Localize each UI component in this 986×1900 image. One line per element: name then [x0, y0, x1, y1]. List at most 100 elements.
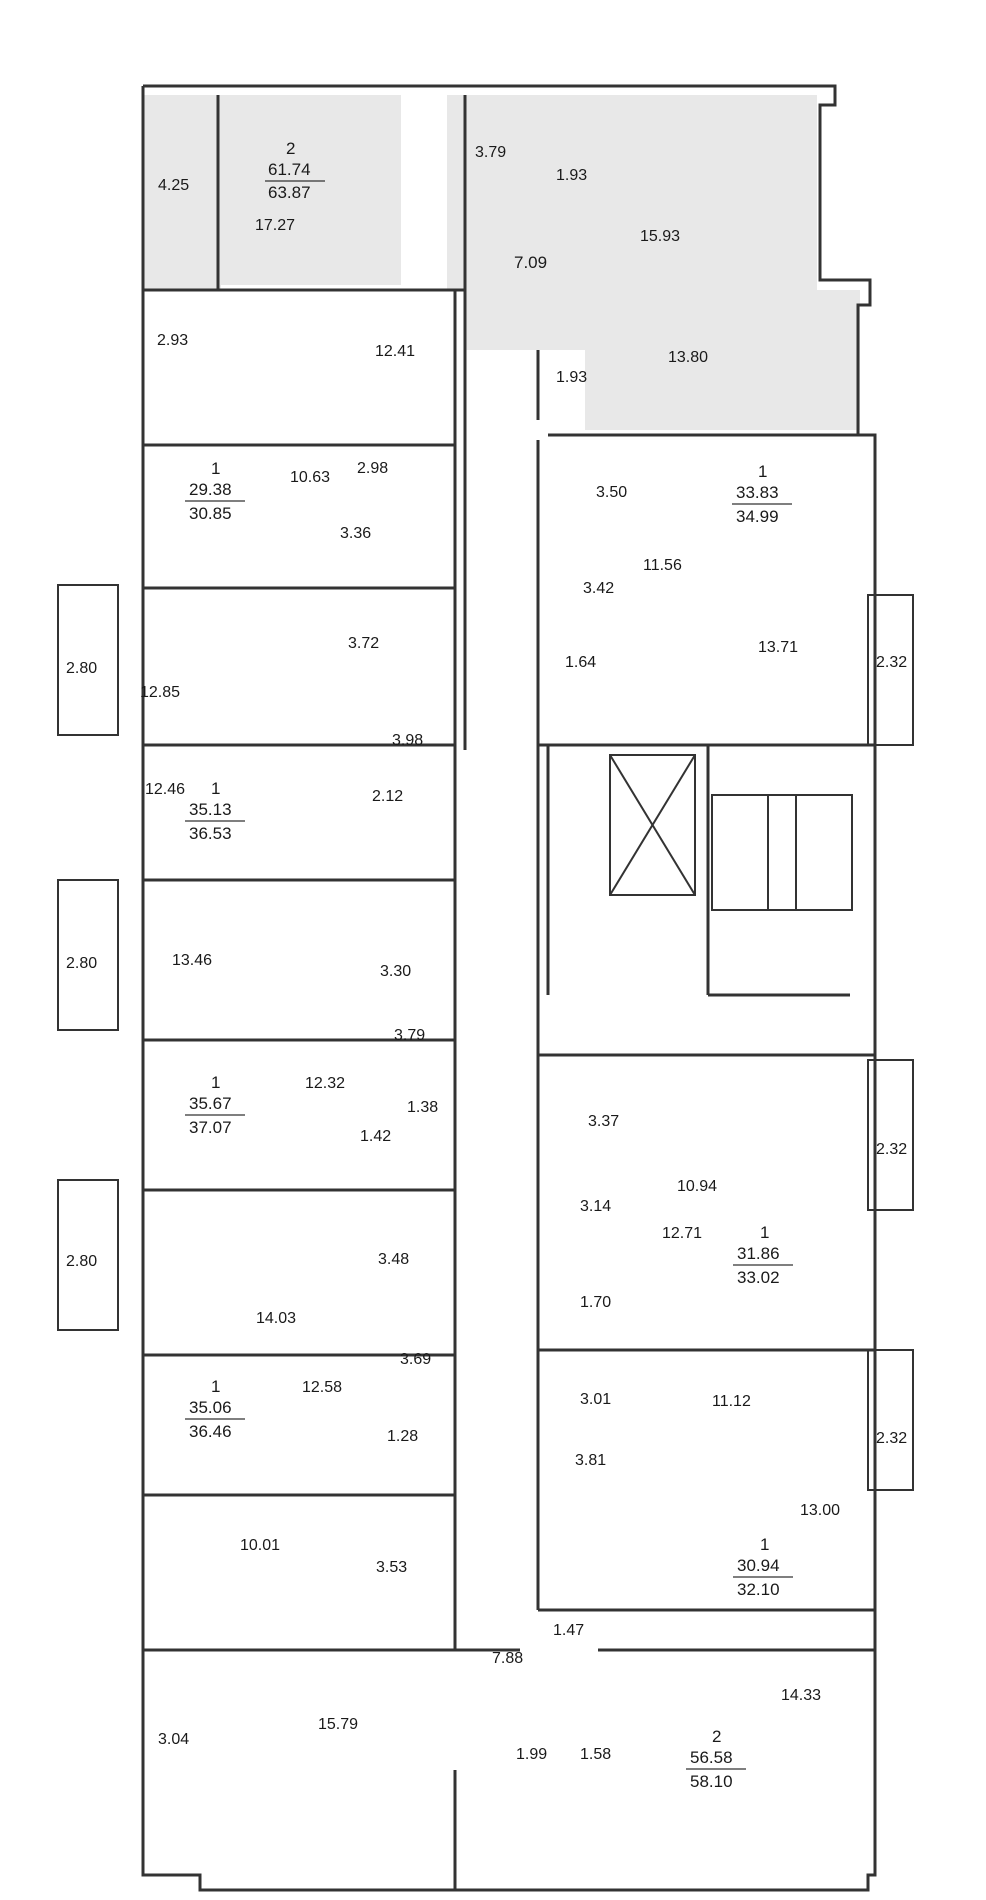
apartment-label: 1 30.94 32.10: [733, 1535, 793, 1599]
area-label: 1.93: [556, 369, 587, 386]
apartment-labels: 2 61.74 63.87 1 29.38 30.85 1 33.83 34.9…: [185, 139, 793, 1791]
room-count: 1: [211, 459, 220, 478]
area-label: 3.69: [400, 1351, 431, 1368]
area-label: 15.93: [640, 228, 680, 245]
total-area: 34.99: [736, 507, 779, 526]
area-label: 3.42: [583, 580, 614, 597]
area-label: 3.36: [340, 525, 371, 542]
area-label: 3.01: [580, 1391, 611, 1408]
area-label: 3.04: [158, 1731, 189, 1748]
area-label: 13.46: [172, 952, 212, 969]
apartment-label: 1 31.86 33.02: [733, 1223, 793, 1287]
room-count: 1: [758, 462, 767, 481]
apartment-label: 1 33.83 34.99: [732, 462, 792, 526]
room-count: 1: [760, 1223, 769, 1242]
area-label: 11.56: [643, 557, 682, 574]
area-label: 2.80: [66, 1253, 97, 1270]
area-label: 3.79: [475, 144, 506, 161]
area-label: 10.01: [240, 1537, 280, 1554]
balconies: [57, 584, 914, 1491]
area-label: 13.00: [800, 1502, 840, 1519]
area-labels: 4.25 17.27 3.79 1.93 15.93 7.09 2.93 12.…: [66, 144, 907, 1763]
area-label: 1.99: [516, 1746, 547, 1763]
total-area: 63.87: [268, 183, 311, 202]
area-label: 14.33: [781, 1687, 821, 1704]
area-label: 1.47: [553, 1622, 584, 1639]
living-area: 29.38: [189, 480, 232, 499]
apartment-label: 1 35.67 37.07: [185, 1073, 245, 1137]
area-label: 2.32: [876, 1430, 907, 1447]
walls: [141, 84, 877, 1892]
area-label: 3.50: [596, 484, 627, 501]
total-area: 58.10: [690, 1772, 733, 1791]
living-area: 61.74: [268, 160, 311, 179]
area-label: 3.30: [380, 963, 411, 980]
area-label: 3.53: [376, 1559, 407, 1576]
living-area: 31.86: [737, 1244, 780, 1263]
total-area: 36.46: [189, 1422, 232, 1441]
area-label: 3.37: [588, 1113, 619, 1130]
area-label: 10.94: [677, 1178, 717, 1195]
living-area: 56.58: [690, 1748, 733, 1767]
area-label: 1.93: [556, 167, 587, 184]
total-area: 36.53: [189, 824, 232, 843]
area-label: 2.12: [372, 788, 403, 805]
area-label: 2.98: [357, 460, 388, 477]
area-label: 7.88: [492, 1650, 523, 1667]
room-count: 1: [211, 1073, 220, 1092]
area-label: 13.80: [668, 349, 708, 366]
area-label: 12.71: [662, 1225, 702, 1242]
area-label: 2.80: [66, 660, 97, 677]
area-label: 12.85: [140, 684, 180, 701]
area-label: 17.27: [255, 217, 295, 234]
area-label: 3.72: [348, 635, 379, 652]
stair-lift-core: [609, 754, 853, 911]
room-count: 2: [712, 1727, 721, 1746]
area-label: 14.03: [256, 1310, 296, 1327]
area-label: 2.80: [66, 955, 97, 972]
area-label: 1.70: [580, 1294, 611, 1311]
apartment-label: 1 29.38 30.85: [185, 459, 245, 523]
living-area: 30.94: [737, 1556, 780, 1575]
apartment-label: 1 35.06 36.46: [185, 1377, 245, 1441]
area-label: 12.58: [302, 1379, 342, 1396]
apartment-label: 1 35.13 36.53: [185, 779, 245, 843]
total-area: 32.10: [737, 1580, 780, 1599]
apartment-label: 2 61.74 63.87: [265, 139, 325, 202]
room-count: 1: [760, 1535, 769, 1554]
area-label: 3.98: [392, 732, 423, 749]
area-label: 1.58: [580, 1746, 611, 1763]
area-label: 13.71: [758, 639, 798, 656]
area-label: 15.79: [318, 1716, 358, 1733]
area-label: 3.14: [580, 1198, 611, 1215]
area-label: 1.28: [387, 1428, 418, 1445]
area-label: 11.12: [712, 1393, 751, 1410]
area-label: 12.32: [305, 1075, 345, 1092]
apartment-label: 2 56.58 58.10: [686, 1727, 746, 1791]
total-area: 33.02: [737, 1268, 780, 1287]
area-label: 2.32: [876, 654, 907, 671]
area-label: 12.41: [375, 343, 415, 360]
area-label: 10.63: [290, 469, 330, 486]
area-label: 2.32: [876, 1141, 907, 1158]
area-label: 3.79: [394, 1027, 425, 1044]
area-label: 7.09: [514, 253, 547, 272]
room-count: 2: [286, 139, 295, 158]
highlighted-apartment: [143, 95, 860, 430]
area-label: 12.46: [145, 781, 185, 798]
living-area: 35.13: [189, 800, 232, 819]
living-area: 35.67: [189, 1094, 232, 1113]
area-label: 1.64: [565, 654, 596, 671]
area-label: 2.93: [157, 332, 188, 349]
room-count: 1: [211, 1377, 220, 1396]
area-label: 3.48: [378, 1251, 409, 1268]
total-area: 30.85: [189, 504, 232, 523]
area-label: 3.81: [575, 1452, 606, 1469]
living-area: 35.06: [189, 1398, 232, 1417]
room-count: 1: [211, 779, 220, 798]
total-area: 37.07: [189, 1118, 232, 1137]
area-label: 1.42: [360, 1128, 391, 1145]
area-label: 4.25: [158, 177, 189, 194]
living-area: 33.83: [736, 483, 779, 502]
